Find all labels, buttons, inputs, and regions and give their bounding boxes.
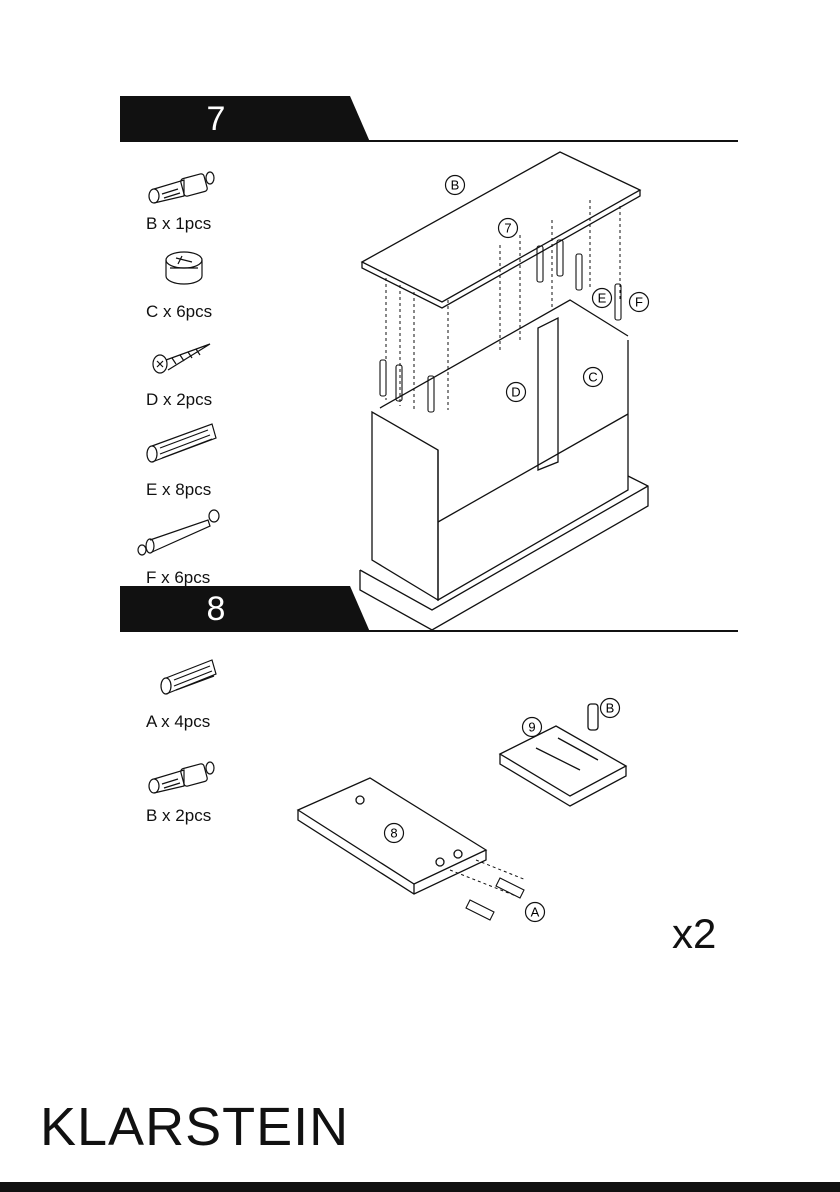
step-8-tab [120, 586, 370, 632]
dowel-icon [156, 656, 222, 698]
svg-text:A: A [531, 905, 540, 920]
connector-pin-icon [134, 506, 222, 558]
svg-text:8: 8 [390, 826, 397, 841]
svg-text:B: B [606, 701, 615, 716]
callout-f-step7: F [628, 291, 650, 313]
step-7-tab [120, 96, 370, 142]
step-7-rule [360, 140, 738, 142]
quantity-multiplier: x2 [672, 910, 716, 958]
part-label-a: A x 4pcs [146, 712, 210, 732]
svg-text:9: 9 [528, 720, 535, 735]
screw-icon [148, 336, 216, 376]
callout-e-step7: E [591, 287, 613, 309]
part-label-f: F x 6pcs [146, 568, 210, 588]
svg-text:C: C [588, 370, 597, 385]
callout-d-step7: D [505, 381, 527, 403]
callout-b-step8: B [599, 697, 621, 719]
callout-b-step7: B [444, 174, 466, 196]
part-label-c: C x 6pcs [146, 302, 212, 322]
svg-text:D: D [511, 385, 520, 400]
svg-text:B: B [451, 178, 460, 193]
callout-c-step7: C [582, 366, 604, 388]
cam-bolt-icon [144, 168, 220, 210]
svg-text:F: F [635, 295, 643, 310]
part-label-b: B x 1pcs [146, 214, 211, 234]
step-7-header: 7 [120, 96, 738, 142]
callout-a-step8: A [524, 901, 546, 923]
cam-bolt-icon [144, 758, 220, 800]
footer-bar [0, 1182, 840, 1192]
brand-logo: KLARSTEIN [40, 1096, 349, 1158]
step-8-number: 8 [204, 588, 228, 630]
step-8-assembly-illustration [290, 690, 650, 930]
step-8-rule [360, 630, 738, 632]
step-7-number: 7 [204, 98, 228, 140]
part-label-d: D x 2pcs [146, 390, 212, 410]
part-label-b-step8: B x 2pcs [146, 806, 211, 826]
part-label-e: E x 8pcs [146, 480, 211, 500]
svg-text:7: 7 [504, 221, 511, 236]
dowel-icon [142, 418, 222, 466]
cam-lock-icon [156, 246, 212, 292]
svg-text:E: E [598, 291, 607, 306]
callout-part-7: 7 [497, 217, 519, 239]
callout-part-9: 9 [521, 716, 543, 738]
callout-part-8: 8 [383, 822, 405, 844]
step-8-header: 8 [120, 586, 738, 632]
